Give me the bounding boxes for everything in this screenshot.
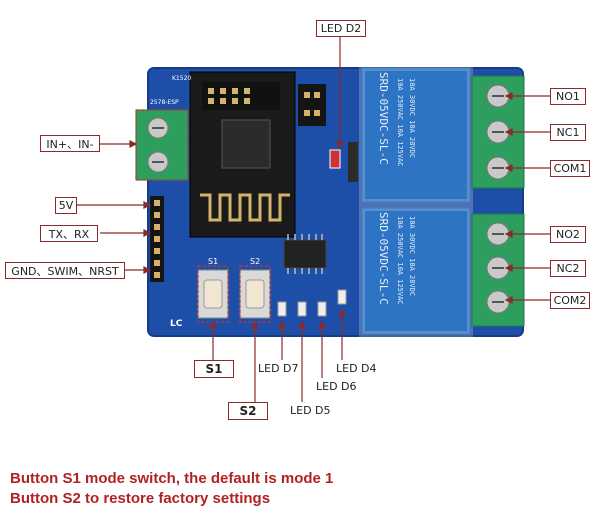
pin-header-left — [150, 196, 164, 282]
led-d7 — [277, 301, 287, 317]
callout-s1: S1 — [194, 360, 234, 378]
callout-in-power: IN+、IN- — [40, 135, 100, 152]
silk-s2: S2 — [250, 257, 260, 266]
smd-component — [348, 142, 358, 182]
logo-lc: LC — [170, 319, 183, 329]
led-d2 — [329, 149, 341, 169]
caption-line-2: Button S2 to restore factory settings — [10, 490, 271, 507]
power-terminal — [135, 109, 189, 181]
led-d4 — [337, 289, 347, 305]
highlight-in — [135, 109, 189, 181]
relay-2-rating-b: 10A 30VDC 10A 28VDC — [408, 216, 416, 296]
label-led-d6: LED D6 — [316, 380, 357, 393]
esp-module — [189, 71, 296, 238]
silk-model: K1520 — [172, 75, 191, 82]
jumper-header — [298, 84, 326, 126]
relay-1-rating-b: 10A 30VDC 10A 28VDC — [408, 78, 416, 158]
relay-2-terminal — [471, 213, 525, 327]
silk-text: 2578-ESP — [150, 99, 179, 106]
relay-1 — [359, 65, 473, 205]
callout-5v: 5V — [55, 197, 77, 214]
pcb-board-edge — [147, 67, 524, 337]
label-led-d4: LED D4 — [336, 362, 377, 375]
relay-1-model: SRD-05VDC-SL-C — [377, 72, 390, 165]
relay-2 — [359, 205, 473, 337]
callout-gnd-swim-nrst: GND、SWIM、NRST — [5, 262, 125, 279]
label-led-d7: LED D7 — [258, 362, 299, 375]
led-d6 — [317, 301, 327, 317]
callout-s2: S2 — [228, 402, 268, 420]
relay-2-rating-a: 10A 250VAC 10A 125VAC — [396, 216, 404, 305]
relay-1-rating-a: 10A 250VAC 10A 125VAC — [396, 78, 404, 167]
callout-com2: COM2 — [550, 292, 590, 309]
callout-com1: COM1 — [550, 160, 590, 177]
callout-nc1: NC1 — [550, 124, 586, 141]
silk-s1: S1 — [208, 257, 218, 266]
callout-led-d2: LED D2 — [316, 20, 366, 37]
caption-line-1: Button S1 mode switch, the default is mo… — [10, 470, 334, 487]
mcu-chip — [283, 239, 327, 269]
callout-no1: NO1 — [550, 88, 586, 105]
callout-nc2: NC2 — [550, 260, 586, 277]
button-s1 — [197, 269, 229, 319]
label-led-d5: LED D5 — [290, 404, 331, 417]
led-d5 — [297, 301, 307, 317]
relay-2-model: SRD-05VDC-SL-C — [377, 212, 390, 305]
callout-tx-rx: TX、RX — [40, 225, 98, 242]
callout-no2: NO2 — [550, 226, 586, 243]
button-s2 — [239, 269, 271, 319]
